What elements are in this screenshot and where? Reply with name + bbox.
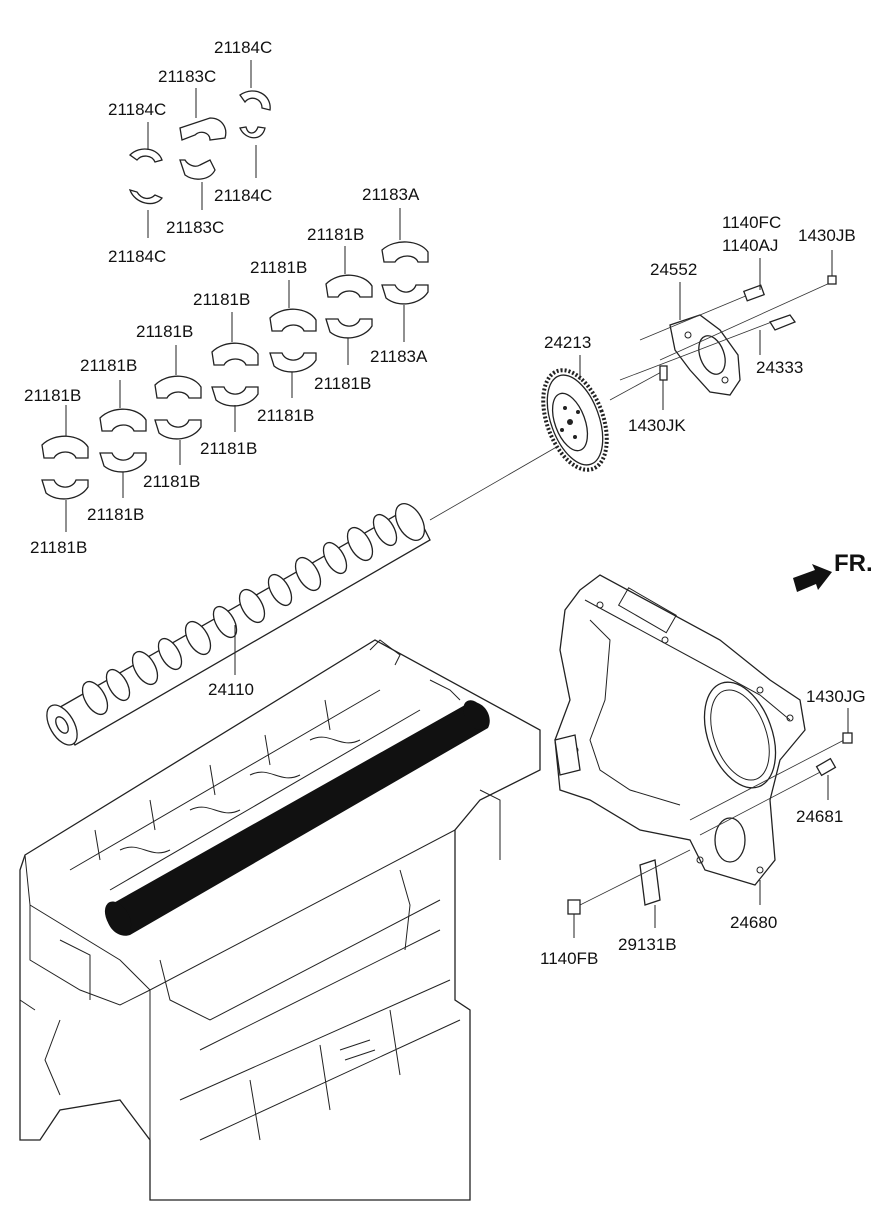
installed-camshaft (104, 700, 490, 936)
label-21181b: 21181B (193, 290, 250, 309)
label-1430jk: 1430JK (628, 416, 686, 435)
bolt-24333 (619, 314, 797, 381)
label-21181b: 21181B (87, 505, 144, 524)
label-21183a: 21183A (362, 185, 420, 204)
label-21184c: 21184C (108, 100, 166, 119)
front-direction-indicator: FR. (793, 550, 873, 592)
label-24213: 24213 (544, 333, 591, 352)
label-21183a: 21183A (370, 347, 428, 366)
label-21183c: 21183C (158, 67, 216, 86)
label-21181b: 21181B (257, 406, 314, 425)
dowel-1430jg (689, 708, 853, 821)
thrust-plate-24552 (669, 282, 741, 396)
part-labels: 21184C 21183C 21184C 21184C 21183C 21184… (24, 38, 866, 968)
cover-29131b (579, 849, 691, 928)
label-24552: 24552 (650, 260, 697, 279)
label-21181b: 21181B (314, 374, 371, 393)
bearing-21181b-set (41, 246, 373, 532)
label-21181b: 21181B (307, 225, 364, 244)
label-1140fb: 1140FB (540, 949, 598, 968)
label-21181b: 21181B (30, 538, 87, 557)
label-1430jb: 1430JB (798, 226, 856, 245)
dowel-1430jk (609, 365, 668, 410)
label-21181b: 21181B (200, 439, 257, 458)
bearing-set-upper (128, 60, 271, 238)
label-24110: 24110 (208, 680, 254, 699)
label-24680: 24680 (730, 913, 777, 932)
label-21183c: 21183C (166, 218, 224, 237)
camshaft-24110 (46, 503, 431, 746)
cylinder-head (19, 639, 541, 1201)
bolt-1140fc (639, 258, 766, 341)
label-21181b: 21181B (250, 258, 307, 277)
label-29131b: 29131B (618, 935, 677, 954)
bolt-24681 (699, 757, 837, 836)
fr-arrow-icon (793, 564, 832, 592)
fr-label: FR. (834, 550, 873, 577)
label-21184c: 21184C (108, 247, 166, 266)
label-21181b: 21181B (24, 386, 81, 405)
label-1140fc: 1140FC (722, 213, 781, 232)
label-21181b: 21181B (143, 472, 200, 491)
label-24681: 24681 (796, 807, 843, 826)
label-21184c: 21184C (214, 186, 272, 205)
timing-case-24680 (554, 574, 806, 905)
bearing-21183a (381, 208, 429, 342)
bolt-1140fb (567, 899, 581, 938)
label-1140aj: 1140AJ (722, 236, 778, 255)
label-21184c: 21184C (214, 38, 272, 57)
camshaft-lobes (81, 513, 398, 716)
label-21181b: 21181B (80, 356, 137, 375)
label-1430jg: 1430JG (806, 687, 866, 706)
label-24333: 24333 (756, 358, 803, 377)
camshaft-gear-24213 (541, 355, 609, 472)
label-21181b: 21181B (136, 322, 193, 341)
dowel-1430jb (659, 250, 837, 361)
